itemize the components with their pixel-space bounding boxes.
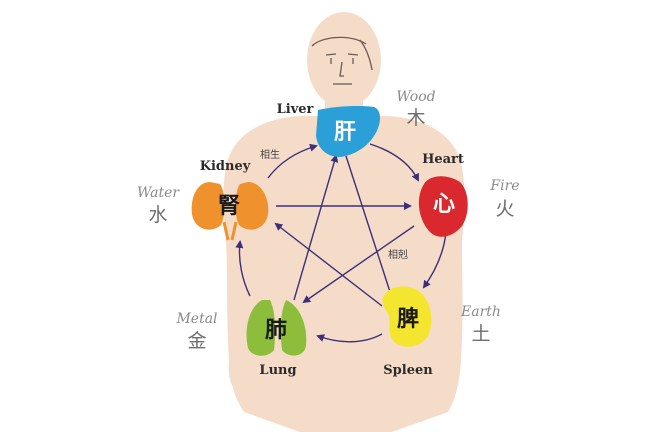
heart-label: Heart bbox=[422, 152, 464, 167]
right-eyebrow bbox=[347, 53, 359, 56]
liver-organ bbox=[316, 106, 380, 157]
lung-character: 肺 bbox=[265, 318, 287, 343]
spleen-character: 脾 bbox=[397, 307, 419, 332]
controlling-cycle bbox=[274, 154, 415, 307]
left-kidney-lobe bbox=[191, 182, 225, 230]
left-hand-shape bbox=[228, 352, 247, 394]
liver-character: 肝 bbox=[334, 120, 356, 145]
fire-label: Fire bbox=[489, 178, 519, 194]
wood-character: 木 bbox=[406, 107, 425, 129]
arrow-spleen-to-kidney bbox=[274, 222, 383, 307]
arrow-liver-to-heart bbox=[369, 143, 419, 182]
arrow-spleen-to-lung bbox=[316, 333, 383, 343]
heart-organ bbox=[418, 176, 468, 237]
kidney-ureters bbox=[222, 221, 238, 241]
fire-character: 火 bbox=[495, 198, 514, 220]
generating-cycle bbox=[235, 143, 447, 343]
wood-label: Wood bbox=[396, 89, 435, 105]
lung-organ bbox=[246, 300, 307, 356]
metal-label: Metal bbox=[175, 311, 217, 327]
spleen-organ bbox=[382, 286, 432, 347]
face-edge-mark bbox=[359, 39, 373, 71]
metal-character: 金 bbox=[187, 330, 206, 352]
lung-label: Lung bbox=[259, 363, 296, 378]
arrow-lung-to-kidney bbox=[235, 240, 251, 297]
right-kidney-lobe bbox=[235, 182, 269, 230]
arrow-heart-to-spleen bbox=[422, 231, 447, 289]
kidney-character: 腎 bbox=[218, 194, 240, 219]
kidney-organ bbox=[191, 182, 269, 241]
water-character: 水 bbox=[148, 204, 167, 226]
earth-label: Earth bbox=[460, 304, 501, 320]
right-hand-shape bbox=[441, 352, 460, 394]
arrow-liver-to-spleen bbox=[345, 155, 394, 300]
generating-cycle-label: 相生 bbox=[260, 148, 280, 161]
arrow-heart-to-lung bbox=[302, 225, 415, 304]
head-shape bbox=[307, 12, 381, 108]
right-lung-lobe bbox=[280, 300, 307, 356]
spleen-label: Spleen bbox=[383, 363, 433, 378]
left-lung-lobe bbox=[246, 300, 276, 356]
arrow-kidney-to-liver bbox=[267, 143, 318, 179]
left-eyebrow bbox=[325, 53, 337, 56]
liver-label: Liver bbox=[277, 102, 314, 117]
face bbox=[311, 36, 373, 85]
heart-character: 心 bbox=[433, 192, 455, 217]
nose bbox=[339, 61, 344, 77]
earth-character: 土 bbox=[471, 323, 490, 345]
arrow-lung-to-liver bbox=[293, 154, 339, 301]
kidney-label: Kidney bbox=[200, 159, 251, 174]
controlling-cycle-label: 相剋 bbox=[388, 248, 408, 261]
water-label: Water bbox=[137, 185, 180, 201]
